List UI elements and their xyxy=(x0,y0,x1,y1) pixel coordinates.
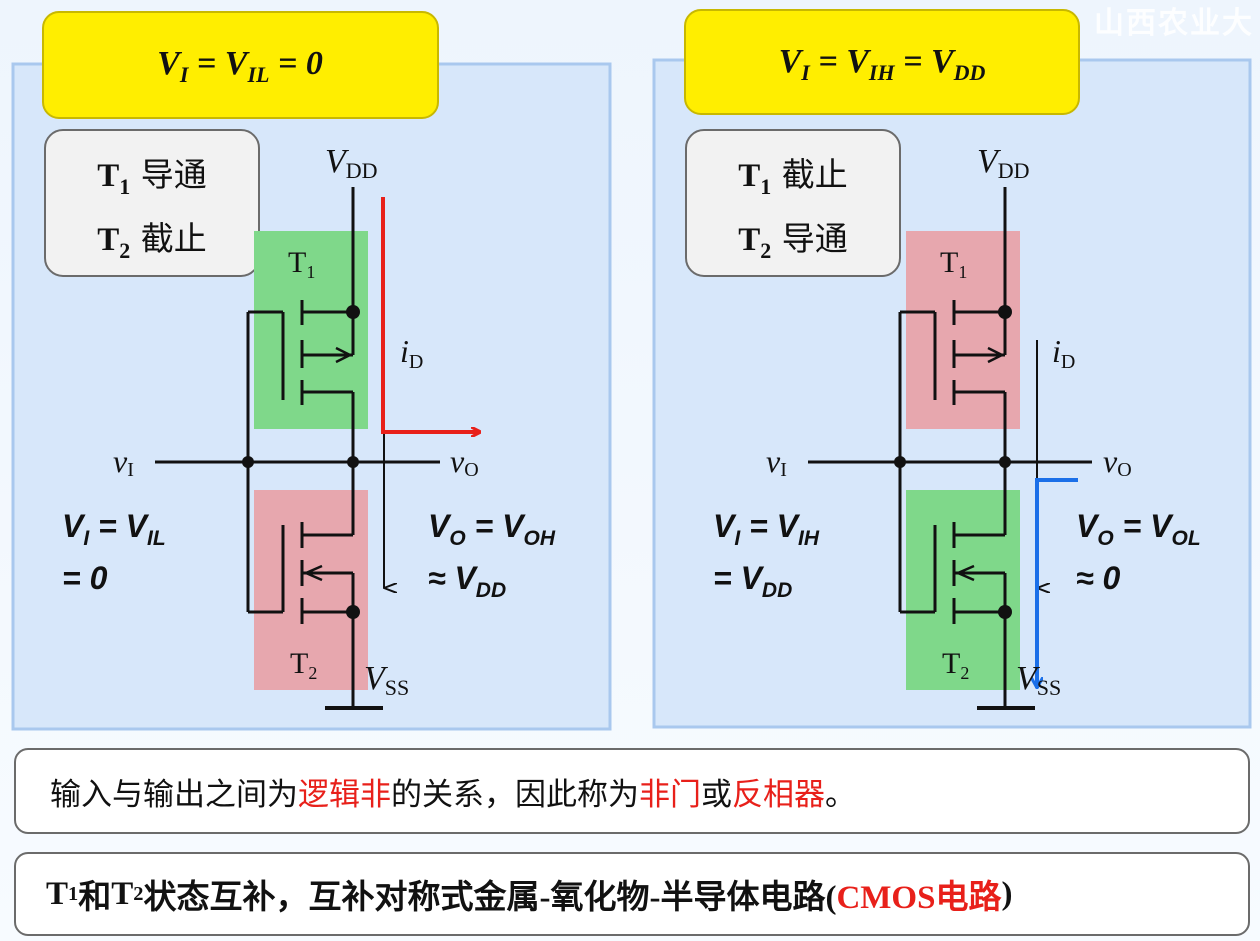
left-title: VI = VIL = 0 xyxy=(157,45,323,87)
right-current-path-arrow xyxy=(1037,478,1078,688)
right-id-label: iD xyxy=(1052,333,1075,373)
note2-t2-sub: 2 xyxy=(133,882,144,905)
note1-text-c: 的关系，因此称为 xyxy=(391,776,639,813)
left-t1-channel-arrow xyxy=(308,346,353,364)
left-state-t1: T1 导通 xyxy=(97,155,207,199)
left-title-box xyxy=(42,11,439,119)
note1-logic-not: 逻辑非 xyxy=(298,776,391,813)
right-t1-highlight xyxy=(906,231,1020,429)
right-junction-t2-source xyxy=(998,605,1012,619)
left-current-path-arrow xyxy=(381,197,480,432)
right-vi-label: vI xyxy=(766,443,787,481)
left-output-eq-line1: VO = VOH xyxy=(428,508,556,550)
left-input-eq-line2: = 0 xyxy=(62,560,108,596)
right-state-t1: T1 截止 xyxy=(738,155,848,199)
note2-close: ) xyxy=(1001,875,1013,912)
right-vo-label: vO xyxy=(1103,443,1132,481)
note2-and: 和 xyxy=(78,880,112,916)
left-state-t2: T2 截止 xyxy=(97,219,207,263)
left-vo-label: vO xyxy=(450,443,479,481)
right-junction-input xyxy=(894,456,906,468)
right-t2-channel-arrow xyxy=(954,564,1002,582)
watermark: 山西农业大 xyxy=(1094,6,1254,41)
left-output-eq-line2: ≈ VDD xyxy=(428,560,506,602)
right-panel: VI = VIH = VDD T1 截止 T2 导通 xyxy=(652,9,1252,729)
right-input-eq-line1: VI = VIH xyxy=(713,508,820,550)
left-t2-highlight xyxy=(254,490,368,690)
note2-rest: 状态互补，互补对称式金属-氧化物-半导体电路( xyxy=(143,880,837,916)
note1-text-g: 。 xyxy=(825,776,856,813)
note1-inverter: 反相器 xyxy=(732,776,825,813)
note2-cmos: CMOS电路 xyxy=(836,880,1002,916)
right-input-eq-line2: = VDD xyxy=(713,560,792,602)
right-t2-label: T2 xyxy=(942,647,969,683)
note1-text-a: 输入与输出之间为 xyxy=(50,776,298,813)
left-t1-highlight xyxy=(254,231,368,429)
note2-t1-sub: 1 xyxy=(68,882,79,905)
right-t2-highlight xyxy=(906,490,1020,690)
left-id-label: iD xyxy=(400,333,423,373)
logic-not-note: 输入与输出之间为逻辑非的关系，因此称为非门或反相器。 xyxy=(14,748,1250,834)
right-junction-t1-source xyxy=(998,305,1012,319)
left-state-box xyxy=(44,129,260,277)
note1-not-gate: 非门 xyxy=(639,776,701,813)
left-panel: VI = VIL = 0 T1 导通 T2 截止 xyxy=(11,11,612,731)
left-t1-label: T1 xyxy=(288,246,315,282)
left-junction-output xyxy=(347,456,359,468)
right-vss-label: VSS xyxy=(1016,660,1061,700)
left-t2-label: T2 xyxy=(290,647,317,683)
right-state-t2: T2 导通 xyxy=(738,219,848,263)
right-t1-channel-arrow xyxy=(960,346,1005,364)
left-vdd-label: VDD xyxy=(325,143,378,183)
right-vdd-label: VDD xyxy=(977,143,1030,183)
right-junction-output xyxy=(999,456,1011,468)
right-title-box xyxy=(684,9,1080,115)
left-junction-t2-source xyxy=(346,605,360,619)
right-state-box xyxy=(685,129,901,277)
note1-text-e: 或 xyxy=(701,776,732,813)
left-vi-label: vI xyxy=(113,443,134,481)
right-t1-label: T1 xyxy=(940,246,967,282)
note2-t2: T xyxy=(111,875,134,912)
left-input-eq-line1: VI = VIL xyxy=(62,508,166,550)
left-vss-label: VSS xyxy=(364,660,409,700)
right-output-eq-line2: ≈ 0 xyxy=(1076,560,1120,596)
note2-t1: T xyxy=(46,875,69,912)
left-t2-channel-arrow xyxy=(302,564,350,582)
right-title: VI = VIH = VDD xyxy=(779,43,986,85)
right-output-eq-line1: VO = VOL xyxy=(1076,508,1201,550)
left-junction-input xyxy=(242,456,254,468)
left-junction-t1-source xyxy=(346,305,360,319)
